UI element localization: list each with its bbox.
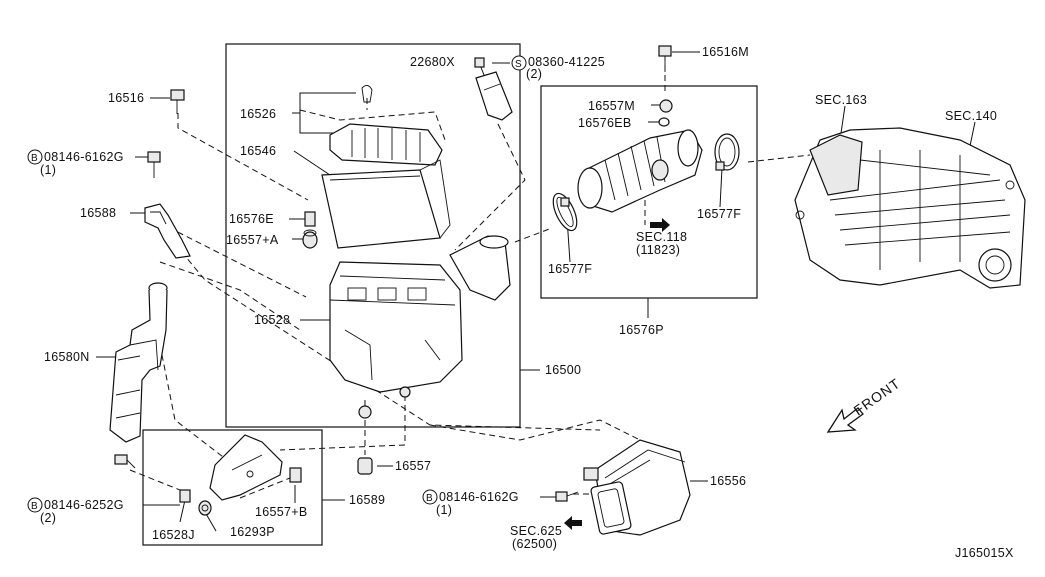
label-16500: 16500: [545, 363, 581, 377]
label-sec118-ref: (11823): [636, 243, 680, 257]
label-16516M: 16516M: [702, 45, 749, 59]
label-sec163: SEC.163: [815, 93, 867, 107]
resonator-16580N: [109, 282, 168, 443]
label-08146-6252G: 08146-6252G: [44, 498, 124, 512]
label-16577F-left: 16577F: [548, 262, 592, 276]
label-08146-6162G-bottom-qty: (1): [436, 503, 452, 517]
label-16528J: 16528J: [152, 528, 195, 542]
hose-clamp-16577F-right: [714, 133, 740, 171]
circled-s-icon: S: [511, 55, 527, 71]
bolt-08146-6162G-left: [147, 151, 161, 178]
label-16580N: 16580N: [44, 350, 90, 364]
label-16546: 16546: [240, 144, 276, 158]
label-16557A: 16557+A: [226, 233, 279, 247]
label-16576E: 16576E: [229, 212, 274, 226]
air-cleaner-lower-body-16528: [329, 235, 511, 419]
label-sec118: SEC.118: [636, 230, 687, 244]
bolt-08146-6162G-bottom: [555, 491, 579, 502]
intake-manifold-sec140: [794, 127, 1026, 289]
label-22680X: 22680X: [410, 55, 455, 69]
hose-clamp-16577F-left: [552, 192, 578, 232]
grommet-16528J: [179, 489, 191, 503]
svg-text:B: B: [31, 501, 38, 512]
duct-assembly-frame: [540, 85, 758, 299]
air-duct-16576P: [577, 129, 703, 213]
clamp-16576EB: [658, 117, 670, 127]
air-cleaner-assembly-frame: [225, 43, 521, 428]
label-16557M: 16557M: [588, 99, 635, 113]
svg-text:S: S: [515, 59, 522, 70]
label-08360-41225-qty: (2): [526, 67, 542, 81]
svg-text:B: B: [426, 493, 433, 504]
label-16528: 16528: [254, 313, 290, 327]
bolt-16516M: [658, 45, 672, 72]
label-08146-6162G-top-qty: (1): [40, 163, 56, 177]
label-16557B: 16557+B: [255, 505, 308, 519]
label-16589: 16589: [349, 493, 385, 507]
label-08146-6162G-bottom: 08146-6162G: [439, 490, 519, 504]
label-16556: 16556: [710, 474, 746, 488]
leader-lines: [96, 51, 976, 532]
label-08146-6162G-top: 08146-6162G: [44, 150, 124, 164]
front-label: FRONT: [851, 375, 904, 419]
air-cleaner-top-cover-16526: [329, 85, 443, 166]
svg-text:B: B: [31, 153, 38, 164]
bracket-16589: [209, 434, 283, 501]
circled-b-icon-left: B: [27, 497, 43, 513]
label-08146-6252G-qty: (2): [40, 511, 56, 525]
label-sec625: SEC.625: [510, 524, 562, 538]
bracket-16588: [144, 203, 191, 259]
bolt-16516: [170, 89, 185, 114]
label-sec625-ref: (62500): [512, 537, 557, 551]
dashed-connection-lines: [129, 55, 811, 499]
label-16576EB: 16576EB: [578, 116, 632, 130]
circled-b-icon-top: B: [27, 149, 43, 165]
grommet-16557A: [302, 229, 318, 249]
inlet-duct-16556: [583, 439, 691, 536]
label-16293P: 16293P: [230, 525, 275, 539]
sec118-arrow-icon: [650, 218, 670, 232]
bolt-08146-6252G: [114, 454, 136, 469]
grommet-16557M: [659, 99, 673, 113]
grommet-16293P: [198, 500, 212, 516]
sec625-arrow-icon: [564, 516, 582, 530]
label-16576P: 16576P: [619, 323, 664, 337]
grommet-16557B: [289, 467, 302, 483]
circled-b-icon-bottom: B: [422, 489, 438, 505]
label-sec140: SEC.140: [945, 109, 997, 123]
label-08360-41225: 08360-41225: [528, 55, 605, 69]
figure-id: J165015X: [955, 546, 1014, 560]
label-16516: 16516: [108, 91, 144, 105]
air-flow-sensor-22680X: [474, 57, 513, 121]
clamp-16576E: [304, 211, 316, 227]
front-direction-arrow-icon: [826, 407, 864, 433]
air-filter-element-16546: [321, 159, 451, 249]
label-16577F-right: 16577F: [697, 207, 741, 221]
label-16588: 16588: [80, 206, 116, 220]
bracket-assembly-frame: [142, 429, 323, 546]
grommet-16557: [357, 457, 373, 475]
label-16526: 16526: [240, 107, 276, 121]
label-16557: 16557: [395, 459, 431, 473]
